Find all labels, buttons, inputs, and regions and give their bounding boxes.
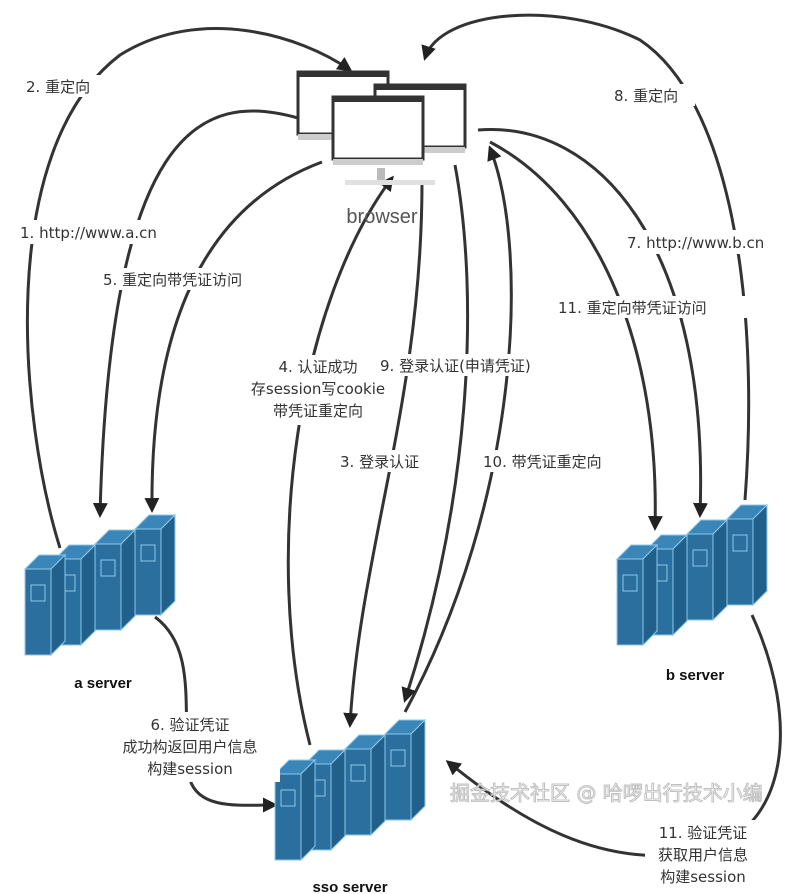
b-server-label: b server [666,667,725,684]
edge-11-redirect-credential [489,140,663,531]
edge-label-7: 7. http://www.b.cn [627,234,764,252]
edge-11-verify [445,614,782,858]
edge-label-3: 3. 登录认证 [340,453,419,471]
sso-server-node: sso server [275,720,425,894]
edge-label-5: 5. 重定向带凭证访问 [103,271,242,289]
edge-label-6-line3: 构建session [147,760,233,778]
edge-label-10: 10. 带凭证重定向 [483,453,602,471]
edge-label-11: 11. 重定向带凭证访问 [558,299,707,317]
edge-label-12-line2: 获取用户信息 [658,846,748,864]
edge-label-4-line1: 4. 认证成功 [278,358,357,376]
browser-node: browser [296,70,467,228]
edge-4-auth-success [286,175,394,746]
monitor-icon [331,95,425,167]
edge-10-credential-redirect [403,145,513,713]
sso-server-label: sso server [312,879,387,894]
b-server-node: b server [617,505,767,684]
edge-label-4-line2: 存session写cookie [251,380,385,398]
edge-label-8: 8. 重定向 [614,87,678,105]
edge-9-login-auth [401,164,470,703]
edge-label-6-line2: 成功构返回用户信息 [122,738,257,756]
server-icon [617,505,767,645]
edge-label-1: 1. http://www.a.cn [20,224,157,242]
edge-1-http-a [92,109,299,518]
edge-label-9: 9. 登录认证(申请凭证) [380,357,531,375]
watermark: 掘金技术社区 @ 哈啰出行技术小编 [450,781,763,805]
edge-8-redirect [421,13,751,501]
edge-7-http-b [477,127,708,518]
edge-label-12-line3: 构建session [660,868,746,886]
edge-label-6-line1: 6. 验证凭证 [150,716,229,734]
server-icon [275,720,425,860]
edge-label-2: 2. 重定向 [26,78,90,96]
edge-label-4-line3: 带凭证重定向 [273,402,363,420]
edge-labels: 1. http://www.a.cn 2. 重定向 3. 登录认证 4. 认证成… [15,75,792,890]
edge-label-12-line1: 11. 验证凭证 [659,824,748,842]
edge-5-redirect-credential [144,160,323,513]
a-server-node: a server [25,515,175,692]
a-server-label: a server [74,675,132,692]
server-icon [25,515,175,655]
browser-label: browser [346,206,417,228]
